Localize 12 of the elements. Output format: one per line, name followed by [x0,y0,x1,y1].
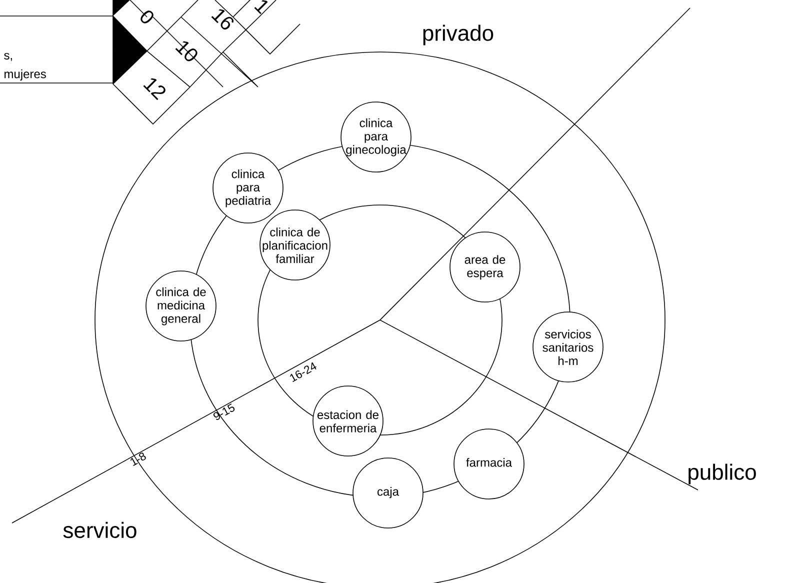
sector-label: servicio [63,522,136,538]
ring-range-label: 9-15 [213,404,235,420]
sector-label: publico [688,464,756,484]
table-number: 12 [143,78,166,100]
table-row-label: s, [4,53,12,61]
sector-label: privado [423,24,494,46]
table-row-label: mujeres [4,69,46,81]
ring-range-label: 1-8 [130,452,146,466]
table-number: 1 [254,0,268,14]
table-number: 16 [211,9,234,30]
table-number: 0 [140,10,154,24]
table-number: 10 [175,41,198,62]
